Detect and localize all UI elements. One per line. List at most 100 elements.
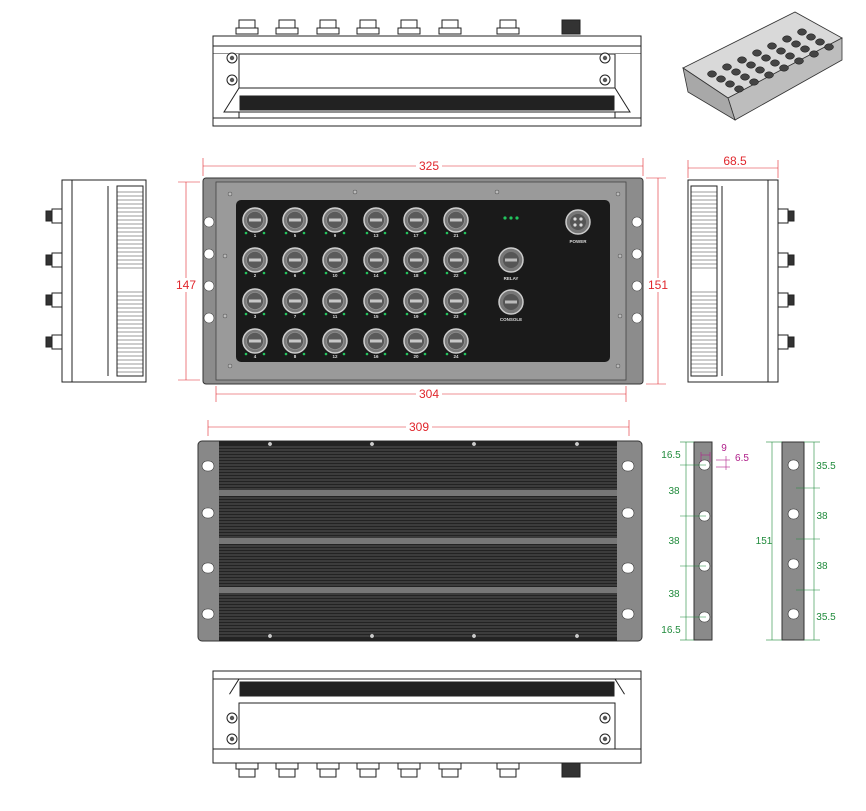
slot-height-dim: 6.5 xyxy=(735,453,749,464)
bracket-slot xyxy=(787,558,800,570)
slot-width-dim: 9 xyxy=(721,443,727,454)
ear-slot xyxy=(621,562,635,574)
bottom-view xyxy=(197,440,643,642)
m12-connector xyxy=(275,762,299,778)
port-label: 3 xyxy=(254,314,257,319)
iso-port xyxy=(794,57,804,65)
front-ear-slots xyxy=(203,216,643,324)
port-label: 22 xyxy=(453,273,459,278)
ear-slot xyxy=(631,216,643,228)
iso-port xyxy=(716,75,726,83)
screw xyxy=(369,441,375,447)
power-connector xyxy=(561,762,581,778)
bottom-width-dim: 309 xyxy=(409,420,429,434)
iso-ports xyxy=(707,28,834,93)
front-screws xyxy=(222,189,623,369)
port-10: 10 xyxy=(322,247,348,278)
rib xyxy=(219,490,617,496)
side-connector xyxy=(45,334,63,350)
iso-port xyxy=(800,45,810,53)
left-side-view xyxy=(45,179,147,383)
port-label: 10 xyxy=(332,273,338,278)
rib xyxy=(219,538,617,544)
port-11: 11 xyxy=(322,288,348,319)
port-18: 18 xyxy=(403,247,429,278)
port-label: 11 xyxy=(333,314,338,319)
left-fins xyxy=(117,191,143,373)
port-label: 20 xyxy=(413,354,419,359)
port-label: 14 xyxy=(373,273,379,278)
port-7: 7 xyxy=(282,288,308,319)
iso-port xyxy=(785,52,795,60)
screw xyxy=(617,253,623,259)
port-15: 15 xyxy=(363,288,389,319)
iso-port xyxy=(749,78,759,86)
port-label: 5 xyxy=(294,233,297,238)
iso-port xyxy=(764,71,774,79)
m12-connector xyxy=(397,19,421,35)
port-23: 23 xyxy=(443,288,469,319)
port-label: 12 xyxy=(332,354,338,359)
port-3: 3 xyxy=(242,288,268,319)
rb-dim-2: 38 xyxy=(816,511,828,522)
iso-port xyxy=(776,47,786,55)
port-6: 6 xyxy=(282,247,308,278)
power-connector xyxy=(561,19,581,35)
m12-connector xyxy=(438,19,462,35)
port-label: 19 xyxy=(413,314,419,319)
port-label: 21 xyxy=(453,233,459,238)
right-side-view xyxy=(687,179,795,383)
port-label: 17 xyxy=(413,233,419,238)
depth-dim: 68.5 xyxy=(723,154,747,168)
right-bracket-slots xyxy=(787,459,800,620)
rb-dim-1: 35.5 xyxy=(816,461,836,472)
port-label: 24 xyxy=(453,354,459,359)
lb-dim-3: 38 xyxy=(668,536,680,547)
relay-connector: RELAY xyxy=(498,247,524,281)
port-22: 22 xyxy=(443,247,469,278)
port-2: 2 xyxy=(242,247,268,278)
overall-width-dim: 325 xyxy=(419,159,439,173)
ear-slot xyxy=(201,608,215,620)
iso-port xyxy=(740,73,750,81)
right-fins xyxy=(691,191,717,373)
screw xyxy=(227,191,233,197)
port-4: 4 xyxy=(242,328,268,359)
m12-connector xyxy=(316,19,340,35)
iso-port xyxy=(734,85,744,93)
screw xyxy=(617,313,623,319)
right-connectors xyxy=(777,208,795,350)
iso-port xyxy=(707,70,717,78)
screw xyxy=(227,363,233,369)
port-16: 16 xyxy=(363,328,389,359)
ear-slot xyxy=(203,216,215,228)
right-bracket-detail: 151 35.5 38 38 35.5 xyxy=(756,441,836,641)
port-14: 14 xyxy=(363,247,389,278)
power-connector: POWER xyxy=(565,209,591,244)
side-connector xyxy=(777,334,795,350)
panel-height-dim: 147 xyxy=(176,278,196,292)
side-connector xyxy=(45,252,63,268)
port-13: 13 xyxy=(363,207,389,238)
side-connector xyxy=(45,292,63,308)
side-connector xyxy=(777,252,795,268)
top-view xyxy=(212,19,642,127)
ear-slot xyxy=(621,507,635,519)
top-screws xyxy=(226,52,611,86)
screw xyxy=(494,189,500,195)
lb-dim-5: 16.5 xyxy=(661,625,681,636)
port-8: 8 xyxy=(282,328,308,359)
m12-connector xyxy=(397,762,421,778)
port-label: 6 xyxy=(294,273,297,278)
overall-height-dim: 151 xyxy=(648,278,668,292)
port-20: 20 xyxy=(403,328,429,359)
top-connectors xyxy=(235,19,581,35)
m12-connector xyxy=(275,19,299,35)
side-connector xyxy=(777,208,795,224)
iso-port xyxy=(737,56,747,64)
rear-connectors xyxy=(235,762,581,778)
heatsink-fins xyxy=(219,446,617,637)
m12-connector xyxy=(356,19,380,35)
power-label: POWER xyxy=(569,239,587,244)
iso-port xyxy=(806,33,816,41)
